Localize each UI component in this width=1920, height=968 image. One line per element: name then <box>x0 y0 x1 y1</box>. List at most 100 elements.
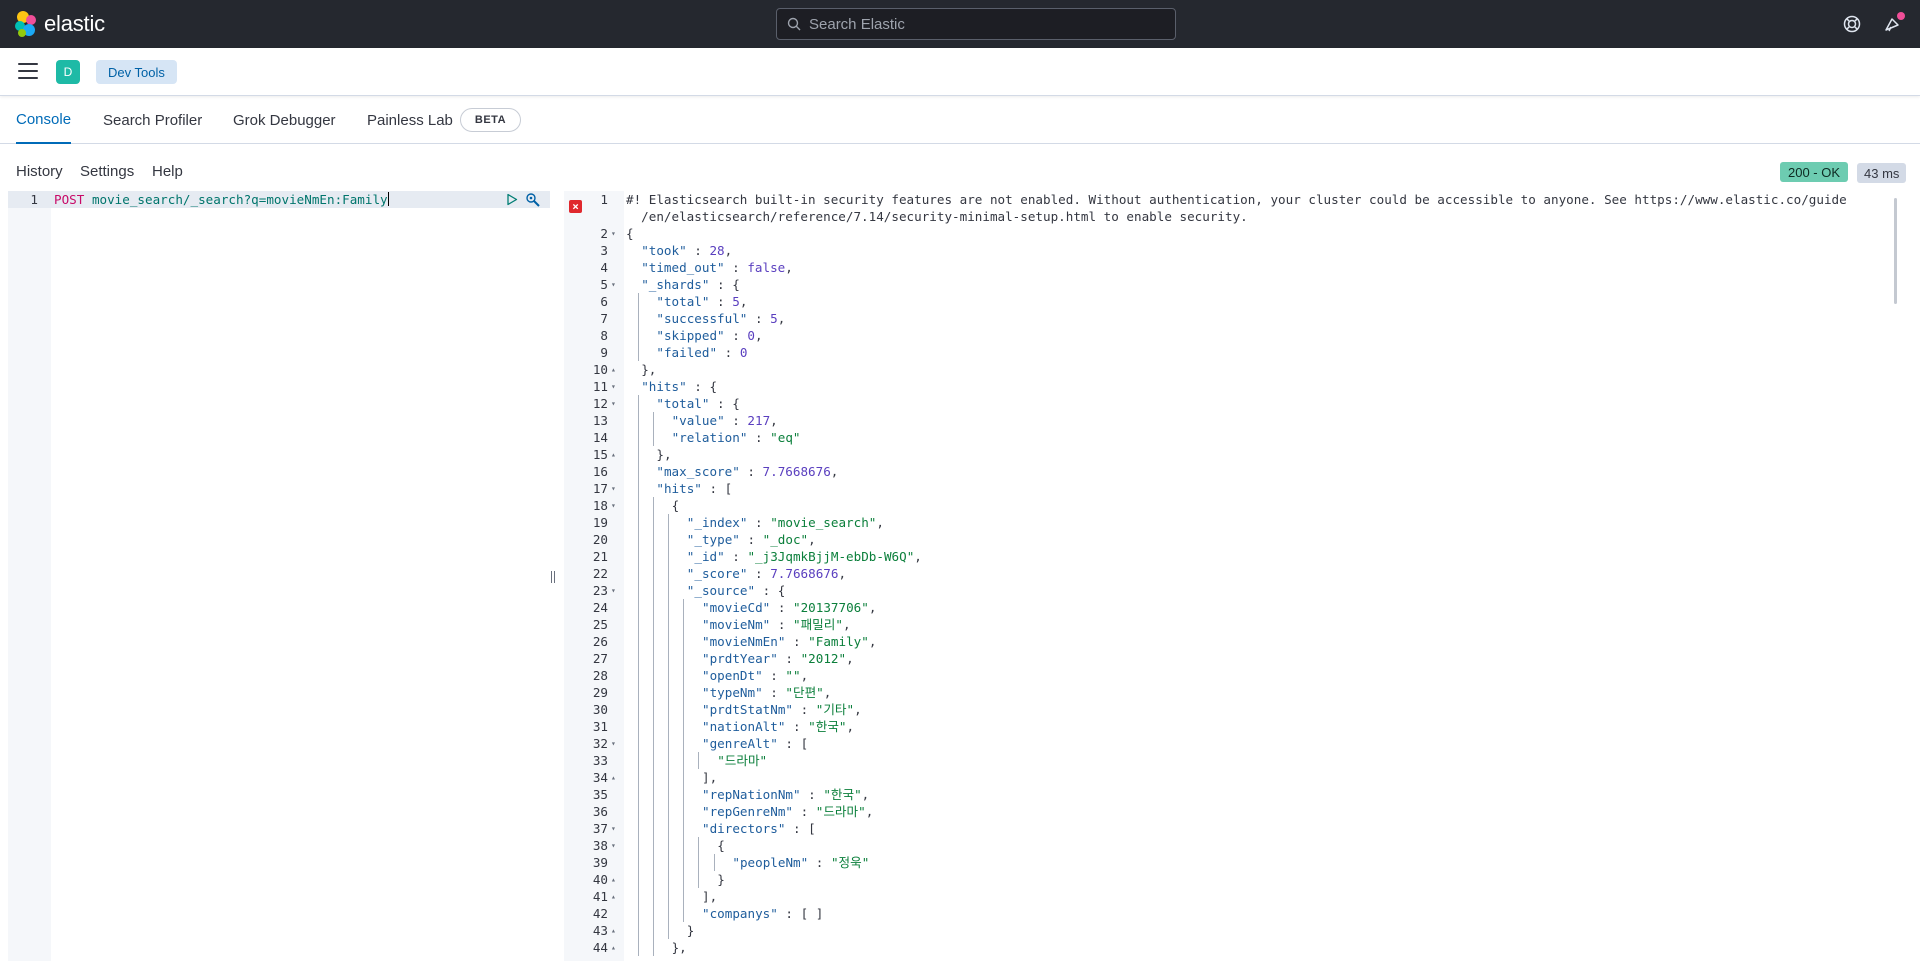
json-punct: , <box>823 685 832 700</box>
global-search[interactable] <box>776 8 1176 40</box>
json-punct: , <box>846 719 855 734</box>
fold-toggle-icon[interactable]: ▾ <box>611 229 616 238</box>
indent-guide <box>637 616 639 633</box>
json-key: "value" <box>671 413 725 428</box>
fold-toggle-icon[interactable]: ▾ <box>611 382 616 391</box>
response-code: }, <box>672 939 687 956</box>
indent-guide <box>668 582 669 599</box>
fold-toggle-icon[interactable]: ▾ <box>611 739 616 748</box>
fold-toggle-icon[interactable]: ▾ <box>611 501 616 510</box>
tab-search-profiler[interactable]: Search Profiler <box>103 111 203 129</box>
response-code: { <box>717 837 725 854</box>
line-number: 10 <box>592 362 608 377</box>
json-value: "패밀리" <box>793 617 843 632</box>
help-icon[interactable] <box>1841 13 1863 35</box>
tab-console[interactable]: Console <box>16 96 71 144</box>
fold-toggle-icon[interactable]: ▾ <box>611 841 616 850</box>
indent-guide <box>698 752 700 769</box>
json-punct: , <box>770 413 778 428</box>
indent-guide <box>668 684 669 701</box>
json-value: "한국" <box>823 787 862 802</box>
response-line: 2▾{ <box>564 225 1900 242</box>
response-code: "_source" : { <box>686 583 786 598</box>
response-line: 41▴], <box>564 888 1900 905</box>
indent-guide <box>652 514 654 531</box>
unfold-marker-icon[interactable]: ▴ <box>611 943 616 952</box>
history-link[interactable]: History <box>16 163 63 180</box>
json-value: 0 <box>739 345 748 360</box>
json-value: "드라마" <box>815 804 866 819</box>
elastic-logo-icon <box>15 11 36 37</box>
line-number: 2 <box>600 226 608 241</box>
active-line-highlight <box>8 191 550 208</box>
response-code: "timed_out" : false, <box>641 260 793 275</box>
json-key: "openDt" <box>702 668 763 683</box>
wrench-icon[interactable] <box>525 192 541 208</box>
indent-guide <box>652 905 654 922</box>
response-code: "typeNm" : "단편", <box>702 685 832 700</box>
request-line[interactable]: POST movie_search/_search?q=movieNmEn:Fa… <box>54 191 389 208</box>
json-value: "단편" <box>785 685 824 700</box>
tab-painless-lab[interactable]: Painless Lab BETA <box>367 96 522 144</box>
send-request-icon[interactable] <box>506 193 518 206</box>
json-value: [ <box>800 736 809 751</box>
response-line: 37▾"directors" : [ <box>564 820 1900 837</box>
response-code: "relation" : "eq" <box>671 430 801 445</box>
elastic-logo[interactable]: elastic <box>14 11 105 37</box>
response-code: "hits" : [ <box>656 481 733 496</box>
json-key: "genreAlt" <box>702 736 778 751</box>
indent-guide <box>683 820 685 837</box>
line-number: 35 <box>592 787 608 802</box>
response-code: "movieNmEn" : "Family", <box>702 634 877 649</box>
space-avatar[interactable]: D <box>56 60 80 84</box>
unfold-marker-icon[interactable]: ▴ <box>611 875 616 884</box>
fold-toggle-icon[interactable]: ▾ <box>611 586 616 595</box>
indent-guide <box>652 786 654 803</box>
unfold-marker-icon[interactable]: ▴ <box>611 450 616 459</box>
line-number: 19 <box>592 515 608 530</box>
response-code: "repNationNm" : "한국", <box>702 787 870 802</box>
indent-guide <box>668 820 669 837</box>
indent-guide <box>637 667 639 684</box>
json-value: 0 <box>747 328 755 343</box>
line-number: 1 <box>600 192 608 207</box>
json-text: }, <box>671 940 687 955</box>
fold-toggle-icon[interactable]: ▾ <box>611 824 616 833</box>
newsfeed-icon[interactable] <box>1882 13 1904 35</box>
indent-guide <box>637 820 639 837</box>
indent-guide <box>683 667 685 684</box>
unfold-marker-icon[interactable]: ▴ <box>611 773 616 782</box>
unfold-marker-icon[interactable]: ▴ <box>611 892 616 901</box>
fold-toggle-icon[interactable]: ▾ <box>611 280 616 289</box>
indent-guide <box>668 650 669 667</box>
menu-toggle-button[interactable] <box>18 63 38 79</box>
json-key: "typeNm" <box>702 685 763 700</box>
pane-resize-handle[interactable] <box>551 570 559 584</box>
response-viewer[interactable]: × 1#! Elasticsearch built-in security fe… <box>564 191 1900 961</box>
response-scrollbar[interactable] <box>1894 198 1897 304</box>
tab-grok-debugger[interactable]: Grok Debugger <box>233 111 336 129</box>
json-punct: , <box>724 243 733 258</box>
response-line: 32▾"genreAlt" : [ <box>564 735 1900 752</box>
fold-toggle-icon[interactable]: ▾ <box>611 399 616 408</box>
settings-link[interactable]: Settings <box>80 163 135 180</box>
unfold-marker-icon[interactable]: ▴ <box>611 365 616 374</box>
response-code: "max_score" : 7.7668676, <box>656 464 839 479</box>
search-input[interactable] <box>809 15 1149 33</box>
fold-toggle-icon[interactable]: ▾ <box>611 484 616 493</box>
indent-guide <box>652 548 654 565</box>
help-link[interactable]: Help <box>152 163 183 180</box>
indent-guide <box>683 616 685 633</box>
warning-error-icon[interactable]: × <box>569 200 582 213</box>
json-key: "prdtYear" <box>702 651 778 666</box>
response-line: 13"value" : 217, <box>564 412 1900 429</box>
line-number: 31 <box>592 719 608 734</box>
indent-guide <box>637 786 639 803</box>
request-editor[interactable]: 1 POST movie_search/_search?q=movieNmEn:… <box>8 191 550 961</box>
indent-guide <box>652 837 654 854</box>
json-key: "successful" <box>656 311 748 326</box>
json-value: 5 <box>770 311 778 326</box>
line-number: 12 <box>592 396 608 411</box>
unfold-marker-icon[interactable]: ▴ <box>611 926 616 935</box>
line-number: 38 <box>592 838 608 853</box>
